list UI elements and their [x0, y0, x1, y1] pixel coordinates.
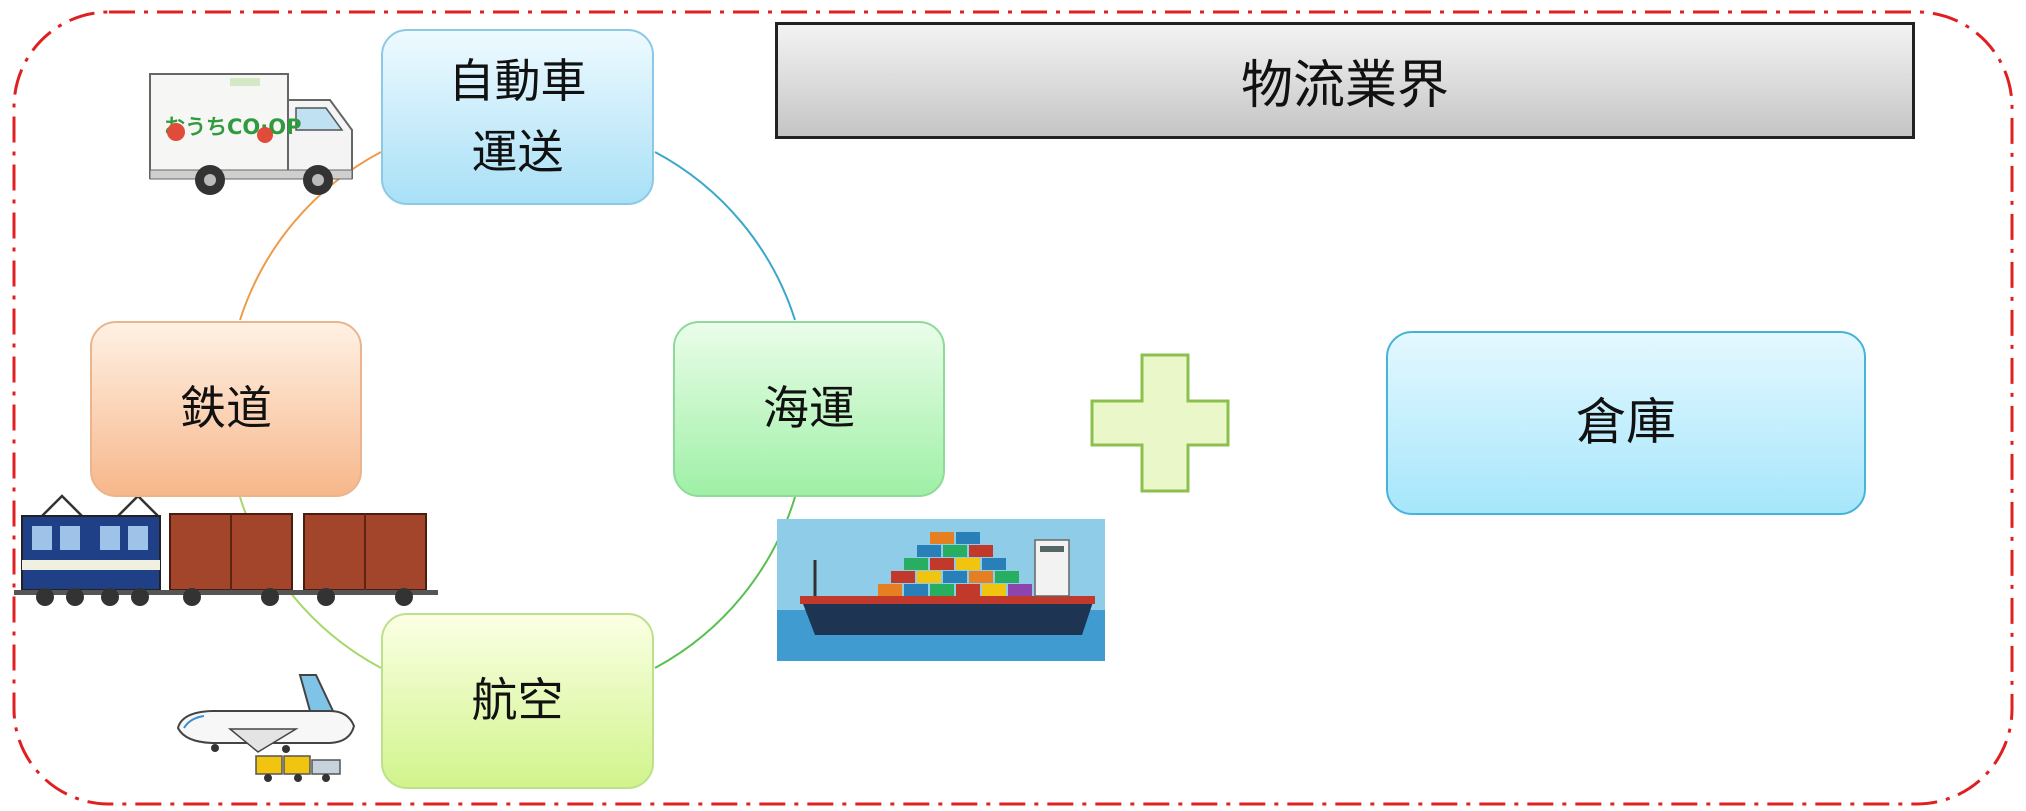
arc-sea-to-air: [654, 496, 796, 669]
box-sea: 海運: [673, 321, 945, 497]
page-title: 物流業界: [775, 22, 1915, 139]
electric-train-icon: [14, 494, 438, 606]
airplane-icon: [176, 674, 356, 782]
arc-rail-to-truck: [239, 151, 382, 321]
box-warehouse-label: 倉庫: [1576, 393, 1676, 452]
box-sea-label: 海運: [763, 381, 855, 436]
box-truck-transport: 自動車 運送: [381, 29, 654, 205]
box-truck-transport-line-2: 運送: [471, 125, 564, 179]
outer-dashdot-frame: [12, 10, 2014, 806]
box-warehouse: 倉庫: [1386, 331, 1866, 515]
box-rail: 鉄道: [90, 321, 362, 497]
box-air: 航空: [381, 613, 654, 789]
arc-truck-to-sea: [654, 151, 796, 321]
truck-logo-text: おうちCO·OP: [164, 115, 301, 139]
page-title-text: 物流業界: [1240, 56, 1449, 116]
cargo-ship-icon: [777, 519, 1105, 661]
box-rail-label: 鉄道: [180, 381, 272, 436]
box-truck-transport-label: 自動車 運送: [449, 46, 587, 189]
delivery-truck-icon: おうちCO·OP: [149, 73, 353, 195]
plus-icon: [1090, 353, 1230, 493]
box-truck-transport-line-1: 自動車: [448, 53, 587, 108]
box-air-label: 航空: [471, 673, 564, 728]
